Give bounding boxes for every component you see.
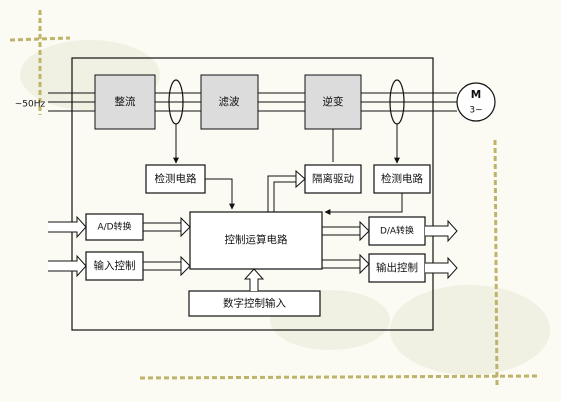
dac-block xyxy=(368,216,426,246)
control-unit-block xyxy=(189,211,323,270)
motor-phase: 3~ xyxy=(469,106,482,116)
digital-input-label: 数字控制输入 xyxy=(223,297,286,310)
control-to-drive-arrow xyxy=(267,175,296,212)
rectifier-block xyxy=(94,74,156,130)
output-control-label: 输出控制 xyxy=(376,261,418,274)
power-lines xyxy=(48,92,457,112)
filter-block xyxy=(200,74,259,130)
digital-input-block xyxy=(188,290,321,317)
background-decoration xyxy=(9,10,550,386)
detect-right-block xyxy=(373,164,431,194)
digital-input-arrow xyxy=(243,268,265,291)
rectifier-label: 整流 xyxy=(115,95,136,108)
detect-right-label: 检测电路 xyxy=(381,172,423,185)
motor-letter: M xyxy=(471,89,481,101)
output-arrows xyxy=(425,219,458,280)
adc-block xyxy=(85,213,144,241)
adc-label: A/D转换 xyxy=(97,221,131,233)
filter-label: 滤波 xyxy=(219,95,240,108)
isolation-drive-block xyxy=(304,164,362,194)
outer-frame xyxy=(71,57,434,331)
inverter-block xyxy=(304,74,362,130)
supply-label: ~50Hz xyxy=(15,100,46,110)
motor-icon xyxy=(456,82,496,122)
detect-left-block xyxy=(145,164,206,194)
inverter-label: 逆变 xyxy=(323,95,344,108)
input-control-label: 输入控制 xyxy=(94,259,136,272)
detect-left-label: 检测电路 xyxy=(155,172,197,185)
input-arrows xyxy=(48,215,87,278)
dac-label: D/A转换 xyxy=(380,225,414,237)
control-unit-label: 控制运算电路 xyxy=(225,233,288,246)
output-control-block xyxy=(368,253,426,283)
isolation-drive-label: 隔离驱动 xyxy=(312,172,354,185)
